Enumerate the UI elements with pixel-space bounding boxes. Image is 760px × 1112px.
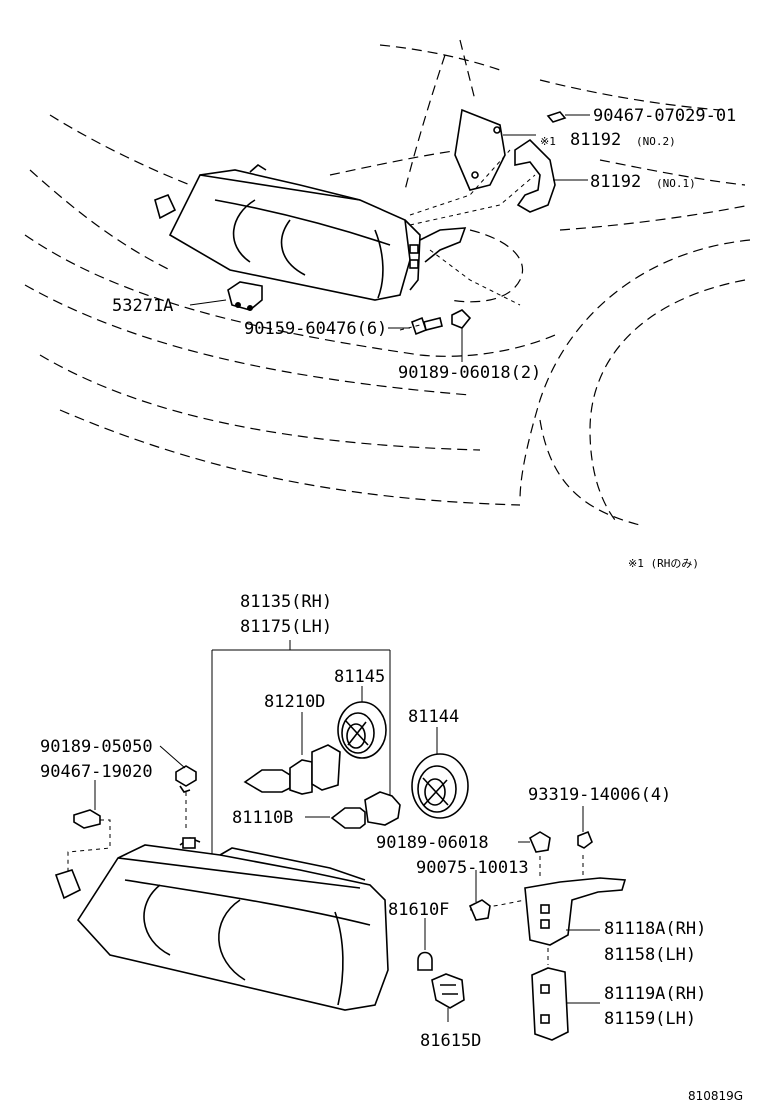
label-81175-lh: 81175(LH): [240, 617, 332, 637]
nut-90189-06018-top: [451, 309, 472, 362]
clip-90467-19020: [73, 780, 101, 829]
bracket-81192-no1: [514, 138, 556, 213]
bulb-81110B: [305, 791, 401, 829]
bottom-headlamp-housing: [54, 837, 389, 1011]
vehicle-body-outline: [24, 39, 751, 526]
screw-93319-14006: [577, 806, 593, 849]
label-90075-10013: 90075-10013: [416, 858, 529, 878]
part-53271A: [189, 281, 263, 311]
bracket-81118A: [524, 877, 627, 946]
label-90189-06018-2: 90189-06018(2): [398, 363, 541, 383]
bolt-90159-60476: [388, 316, 443, 336]
label-81144: 81144: [408, 707, 459, 727]
label-90467-07029-01: 90467-07029-01: [593, 106, 736, 126]
label-81119A-rh: 81119A(RH): [604, 984, 706, 1004]
bulb-81210D: [243, 712, 341, 795]
top-headlamp-housing: [154, 164, 467, 301]
label-81192-no2: 81192: [570, 130, 621, 150]
bracket-81119A: [531, 967, 600, 1041]
label-90159-60476: 90159-60476(6): [244, 319, 387, 339]
bulb-81610F: [417, 918, 433, 971]
label-90467-19020: 90467-19020: [40, 762, 153, 782]
label-90189-06018: 90189-06018: [376, 833, 489, 853]
label-81135-rh: 81135(RH): [240, 592, 332, 612]
clip-90189-05050: [159, 745, 197, 793]
label-81192-no1: 81192: [590, 172, 641, 192]
note-mark-1: ※1: [540, 135, 556, 148]
diagram-reference-code: 810819G: [688, 1089, 743, 1103]
label-81159-lh: 81159(LH): [604, 1009, 696, 1029]
label-81610F: 81610F: [388, 900, 449, 920]
clip-90467-07029: [546, 111, 590, 123]
label-93319-14006: 93319-14006(4): [528, 785, 671, 805]
label-90189-05050: 90189-05050: [40, 737, 153, 757]
socket-81615D: [431, 973, 465, 1022]
assembly-bracket-lines: [211, 640, 391, 855]
top-leader-lines: [399, 134, 588, 331]
label-81210D: 81210D: [264, 692, 325, 712]
note-81192-no2: (NO.2): [636, 135, 676, 148]
cover-81145: [337, 686, 387, 759]
bracket-81192-no2: [454, 108, 506, 191]
note-81192-no1: (NO.1): [656, 177, 696, 190]
label-81110B: 81110B: [232, 808, 293, 828]
label-53271A: 53271A: [112, 296, 173, 316]
label-81145: 81145: [334, 667, 385, 687]
label-81118A-rh: 81118A(RH): [604, 919, 706, 939]
label-81158-lh: 81158(LH): [604, 945, 696, 965]
nut-90189-06018: [518, 831, 551, 853]
cover-81144: [411, 727, 469, 819]
nut-90075-10013: [468, 870, 491, 921]
footnote-rh-only: ※1 (RHのみ): [628, 557, 699, 570]
label-81615D: 81615D: [420, 1031, 481, 1051]
